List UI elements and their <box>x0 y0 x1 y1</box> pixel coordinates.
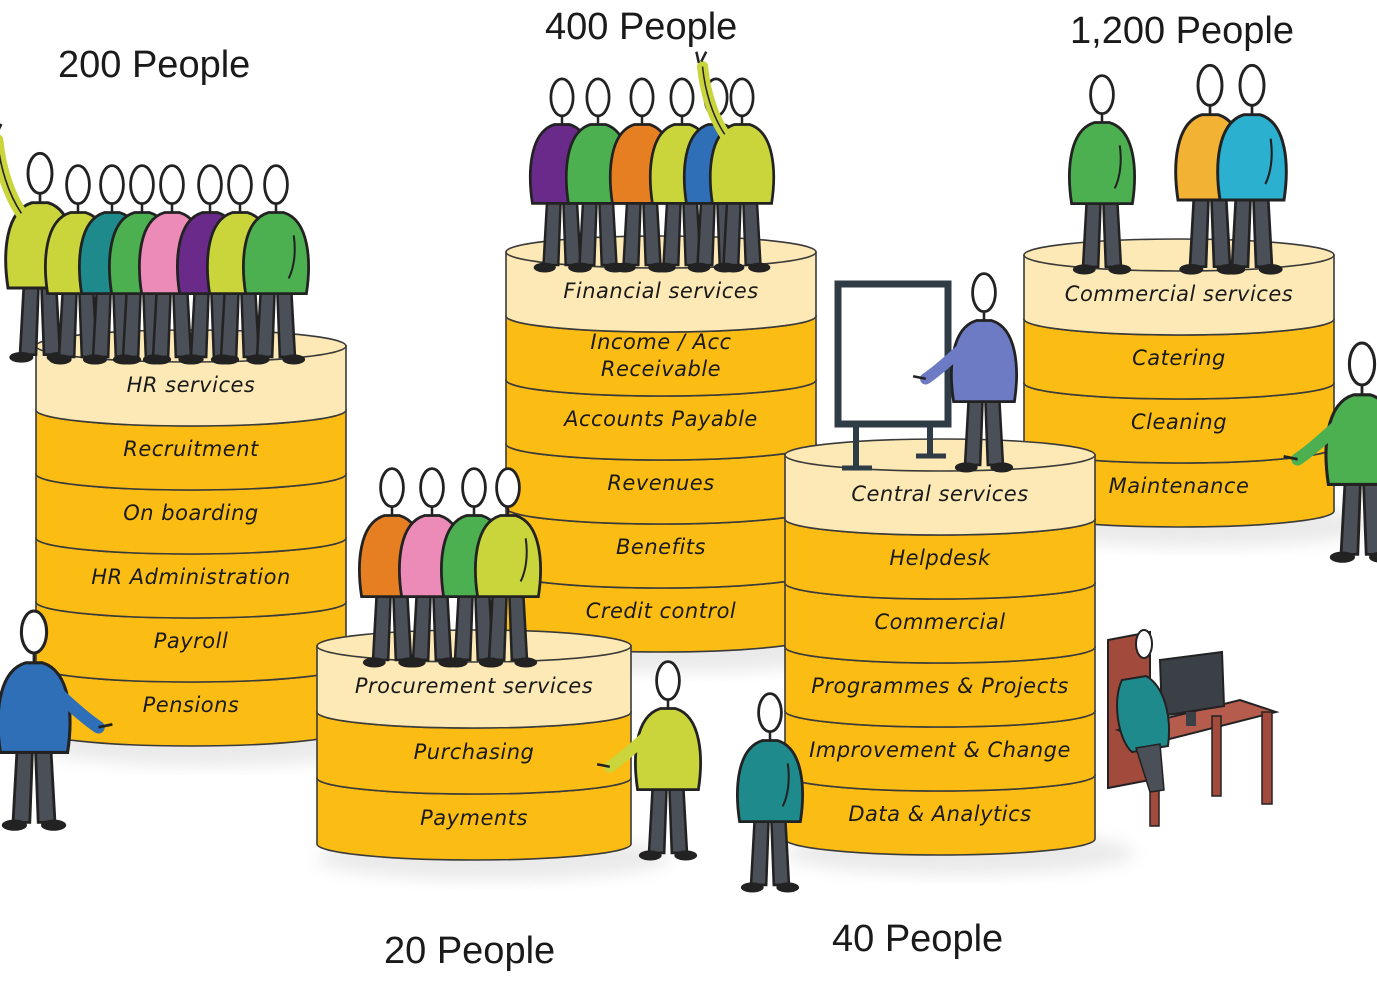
procurement-item-label: Purchasing <box>414 740 535 764</box>
procurement-services-stack: Payments Purchasing Procurement services <box>316 629 632 861</box>
financial-item-label: Benefits <box>616 535 706 559</box>
whiteboard-icon <box>834 280 952 471</box>
hr-item-label: Pensions <box>143 693 240 717</box>
commercial-people-count: 1,200 People <box>1070 10 1294 52</box>
central-item-label: Commercial <box>874 610 1005 634</box>
hr-item-label: HR Administration <box>91 565 291 589</box>
commercial-services-stack: Maintenance Cleaning Catering Commercial se… <box>1023 238 1335 528</box>
financial-item-label: Credit control <box>586 599 737 623</box>
finance-people-count: 400 People <box>545 6 738 48</box>
central-item-label: Data & Analytics <box>848 802 1031 826</box>
procurement-item-label: Payments <box>420 806 528 830</box>
hr-header-label: HR services <box>127 373 256 397</box>
hr-item-label: Recruitment <box>123 437 259 461</box>
central-item-label: Programmes & Projects <box>811 674 1069 698</box>
person-figure-icon <box>1216 63 1288 275</box>
hr-people-count: 200 People <box>58 44 251 86</box>
person-figure-icon <box>242 164 310 365</box>
service-stacks: Pensions Payroll HR Administration On board… <box>35 235 1335 861</box>
hr-item-label: On boarding <box>123 501 259 525</box>
people-figures <box>0 51 1377 893</box>
commercial-header-disc: Commercial services <box>1023 238 1335 336</box>
central-header-label: Central services <box>851 482 1028 506</box>
person-figure-icon <box>0 609 113 831</box>
procurement-header-disc: Procurement services <box>316 629 632 729</box>
commercial-item-label: Maintenance <box>1109 474 1250 498</box>
financial-services-stack: Credit control Benefits Revenues Accounts P… <box>505 235 817 653</box>
seated-person-icon <box>1116 629 1170 793</box>
financial-item-label: Accounts Payable <box>562 407 758 431</box>
commercial-header-label: Commercial services <box>1065 282 1293 306</box>
person-figure-icon <box>912 272 1018 473</box>
person-figure-icon <box>736 692 804 893</box>
procurement-header-label: Procurement services <box>355 674 593 698</box>
props <box>834 280 1280 827</box>
hr-item-label: Payroll <box>154 629 229 653</box>
person-figure-icon <box>1283 341 1377 563</box>
hr-services-stack: Pensions Payroll HR Administration On board… <box>35 329 347 747</box>
central-header-disc: Central services <box>784 438 1096 536</box>
financial-item-label: Receivable <box>601 357 721 381</box>
financial-item-label: Income / Acc <box>590 330 731 354</box>
person-figure-icon <box>596 660 702 861</box>
financial-item-label: Revenues <box>607 471 714 495</box>
central-item-label: Helpdesk <box>889 546 991 570</box>
commercial-item-label: Catering <box>1132 346 1226 370</box>
person-figure-icon <box>1068 74 1136 275</box>
procurement-people-count: 20 People <box>384 930 556 972</box>
central-services-stack: Data & Analytics Improvement & Change Prog… <box>784 438 1096 856</box>
person-figure-icon <box>474 467 542 668</box>
central-item-label: Improvement & Change <box>809 738 1071 762</box>
financial-header-label: Financial services <box>563 279 758 303</box>
person-figure-icon <box>695 51 775 273</box>
commercial-item-label: Cleaning <box>1131 410 1227 434</box>
central-people-count: 40 People <box>832 918 1004 960</box>
